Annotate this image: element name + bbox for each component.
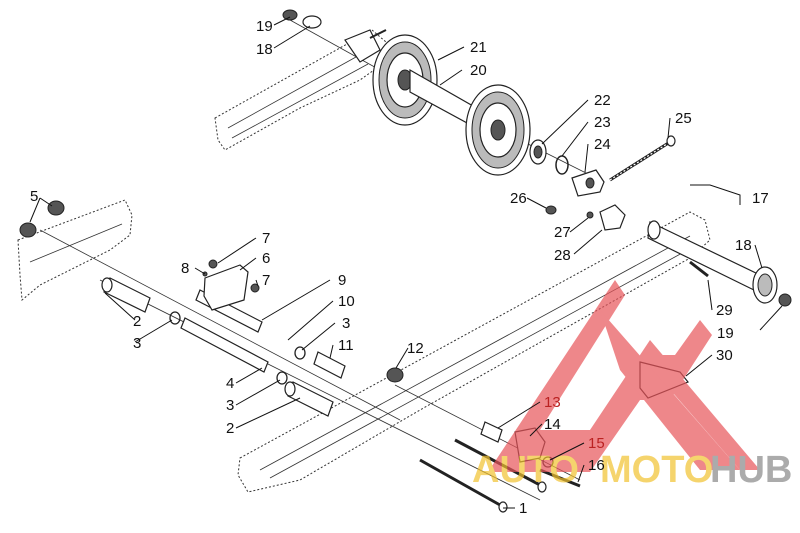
callout-4: 4 (226, 375, 234, 392)
adjuster-bolt (609, 135, 676, 182)
callout-15: 15 (588, 435, 605, 452)
rear-bolt-29 (689, 260, 709, 278)
rear-wheel-hub (752, 266, 778, 304)
watermark-text-auto: AUTO (472, 449, 579, 491)
callout-19-rear: 19 (717, 325, 734, 342)
callout-labels: 19 18 21 20 22 25 23 24 17 5 26 27 28 18… (30, 18, 769, 517)
callout-18-rear: 18 (735, 237, 752, 254)
washer-3a (169, 311, 181, 325)
upper-washer (302, 15, 322, 29)
callout-7-lower: 7 (262, 272, 270, 289)
bushing-12 (386, 367, 404, 383)
callout-3-mid: 3 (342, 315, 350, 332)
callout-2-lower: 2 (226, 420, 234, 437)
nut-27 (586, 211, 594, 219)
washer-3b (294, 346, 306, 360)
callout-3-lower: 3 (226, 397, 234, 414)
callout-20: 20 (470, 62, 487, 79)
end-cap-lower (19, 222, 37, 238)
callout-14: 14 (544, 416, 561, 433)
callout-13: 13 (544, 394, 561, 411)
callout-6: 6 (262, 250, 270, 267)
upper-nut (282, 9, 298, 21)
callout-8: 8 (181, 260, 189, 277)
callout-28: 28 (554, 247, 571, 264)
spacer-13 (480, 421, 503, 443)
callout-29: 29 (716, 302, 733, 319)
spacer-tube-lower (284, 381, 334, 417)
callout-25: 25 (675, 110, 692, 127)
callout-24: 24 (594, 136, 611, 153)
upper-frame-rail (214, 29, 389, 151)
left-frame-rail (17, 199, 133, 302)
callout-22: 22 (594, 92, 611, 109)
callout-5: 5 (30, 188, 38, 205)
callout-26: 26 (510, 190, 527, 207)
spacer-tube-upper (101, 277, 151, 313)
rear-cap (778, 293, 792, 307)
nut-26 (545, 205, 557, 215)
callout-3: 3 (133, 335, 141, 352)
end-cap-upper (47, 200, 65, 216)
shaft-4 (180, 317, 269, 373)
callout-19: 19 (256, 18, 273, 35)
callout-16: 16 (588, 457, 605, 474)
watermark-text-hub: HUB (710, 449, 792, 491)
bolt-7b (250, 283, 260, 293)
callout-9: 9 (338, 272, 346, 289)
snap-ring (555, 155, 569, 175)
idler-wheel-left (372, 34, 438, 126)
callout-23: 23 (594, 114, 611, 131)
callout-27: 27 (554, 224, 571, 241)
callout-1: 1 (519, 500, 527, 517)
mounting-bracket-28 (599, 204, 626, 231)
callout-12: 12 (407, 340, 424, 357)
callout-30: 30 (716, 347, 733, 364)
washer-3c (276, 371, 288, 385)
idler-wheel-right (465, 84, 531, 176)
callout-21: 21 (470, 39, 487, 56)
upper-bracket (344, 29, 387, 63)
spacer-11 (313, 351, 346, 379)
rear-axle-assembly (647, 220, 761, 293)
bearing (529, 139, 547, 165)
callout-17: 17 (752, 190, 769, 207)
leader-lines (29, 16, 783, 509)
callout-11: 11 (338, 337, 354, 354)
watermark-text-moto: MOTO (600, 449, 713, 491)
adjuster-block (571, 169, 605, 197)
callout-7: 7 (262, 230, 270, 247)
watermark-logo: AUTO MOTO HUB (472, 280, 792, 491)
callout-10: 10 (338, 293, 355, 310)
bolt-7a (208, 259, 218, 269)
right-frame-rail (237, 211, 711, 493)
bolt-16 (539, 468, 581, 488)
callout-2: 2 (133, 313, 141, 330)
rocker-arm (203, 264, 249, 311)
callout-18: 18 (256, 41, 273, 58)
